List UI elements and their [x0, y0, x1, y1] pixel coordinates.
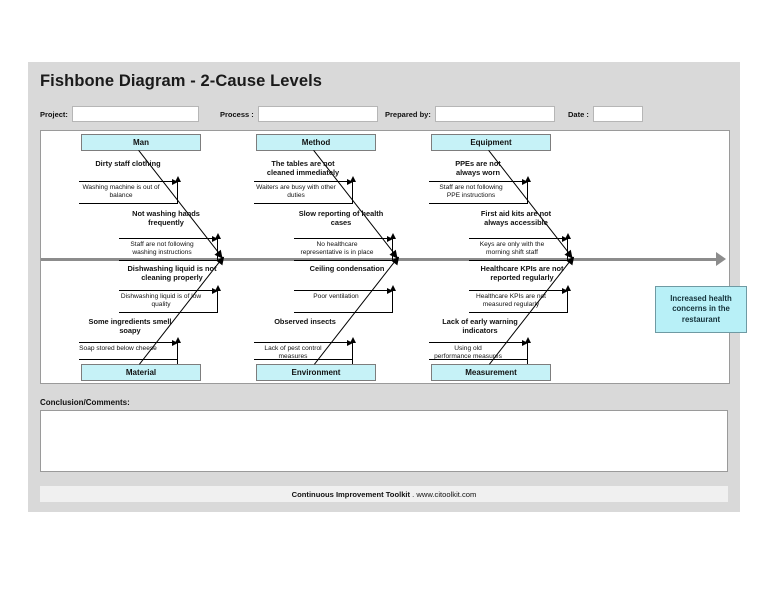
category-label: Method [301, 138, 331, 147]
cause-connector [119, 235, 218, 242]
spine-arrowhead-icon [716, 252, 726, 266]
sub-cause-label: Keys are only with the morning shift sta… [479, 241, 545, 257]
sub-cause-baseline [79, 203, 178, 204]
sub-cause-baseline [294, 260, 393, 261]
field-date-label: Date : [568, 109, 589, 119]
sub-cause-baseline [469, 312, 568, 313]
field-process: Process : [220, 106, 378, 122]
cause-connector [469, 235, 568, 242]
fishbone-spine [41, 258, 722, 261]
sub-cause-baseline [254, 203, 353, 204]
sub-cause-label: Dishwashing liquid is of low quality [120, 293, 202, 309]
cause-connector [119, 287, 218, 294]
field-prepared-by-input[interactable] [434, 106, 555, 122]
field-date-input[interactable] [592, 106, 643, 122]
fishbone-canvas: Man Method Equipment Material Environmen… [40, 130, 747, 384]
sub-cause-baseline [119, 260, 218, 261]
sub-cause-connector [524, 176, 531, 203]
footer-text: Continuous Improvement Toolkit . www.cit… [292, 490, 477, 499]
cause-connector [79, 178, 178, 185]
category-box-equipment[interactable]: Equipment [431, 134, 551, 151]
footer-separator: . [410, 489, 417, 499]
sub-cause-baseline [469, 260, 568, 261]
cause-connector [294, 287, 393, 294]
category-label: Material [125, 368, 157, 377]
category-box-environment[interactable]: Environment [256, 364, 376, 381]
sub-cause-connector [349, 337, 356, 364]
sub-cause-baseline [119, 312, 218, 313]
category-label: Measurement [465, 368, 517, 377]
sub-cause-connector [389, 233, 396, 260]
footer-brand: Continuous Improvement Toolkit [291, 489, 411, 499]
sub-cause-connector [174, 176, 181, 203]
sub-cause-baseline [429, 359, 528, 360]
effect-label: Increased health concerns in the restaur… [670, 293, 732, 324]
sub-cause-label: Soap stored below cheese [79, 345, 157, 352]
sub-cause-label: Washing machine is out of balance [82, 184, 160, 200]
field-project-label: Project: [40, 109, 68, 119]
cause-label: The tables are not cleaned immediately [266, 159, 340, 178]
cause-connector [254, 178, 353, 185]
category-box-material[interactable]: Material [81, 364, 201, 381]
footer-bar: Continuous Improvement Toolkit . www.cit… [40, 486, 728, 502]
cause-connector [254, 339, 353, 346]
cause-label: Observed insects [274, 317, 336, 326]
sub-cause-connector [214, 285, 221, 312]
sub-cause-label: Using old performance measures [434, 345, 502, 361]
category-box-measurement[interactable]: Measurement [431, 364, 551, 381]
sub-cause-label: Staff are not following PPE instructions [439, 184, 503, 200]
sub-cause-label: Poor ventilation [313, 293, 359, 300]
conclusion-input[interactable] [40, 410, 728, 472]
cause-label: First aid kits are not always accessible [480, 209, 552, 228]
sub-cause-label: Waiters are busy with other duties [256, 184, 336, 200]
sub-cause-baseline [254, 359, 353, 360]
sub-cause-baseline [429, 203, 528, 204]
cause-connector [429, 339, 528, 346]
category-label: Man [133, 138, 149, 147]
category-label: Equipment [470, 138, 512, 147]
field-project-input[interactable] [71, 106, 199, 122]
cause-label: Healthcare KPIs are not reported regular… [480, 264, 564, 283]
category-box-method[interactable]: Method [256, 134, 376, 151]
sub-cause-label: Lack of pest control measures [264, 345, 322, 361]
footer-url[interactable]: www.citoolkit.com [416, 489, 477, 499]
category-box-man[interactable]: Man [81, 134, 201, 151]
sub-cause-connector [349, 176, 356, 203]
field-prepared-by: Prepared by: [385, 106, 555, 122]
field-prepared-by-label: Prepared by: [385, 109, 431, 119]
cause-connector [429, 178, 528, 185]
cause-label: Slow reporting of health cases [298, 209, 384, 228]
sub-cause-connector [564, 233, 571, 260]
sub-cause-label: Staff are not following washing instruct… [130, 241, 194, 257]
sub-cause-connector [524, 337, 531, 364]
category-label: Environment [291, 368, 341, 377]
cause-label: Ceiling condensation [309, 264, 385, 273]
cause-connector [469, 287, 568, 294]
page-title: Fishbone Diagram - 2-Cause Levels [40, 72, 323, 90]
cause-connector [294, 235, 393, 242]
sub-cause-connector [389, 285, 396, 312]
sub-cause-connector [174, 337, 181, 364]
cause-label: Dirty staff clothing [95, 159, 161, 168]
cause-label: Not washing hands frequently [132, 209, 200, 228]
sub-cause-label: Healthcare KPIs are not measured regular… [475, 293, 546, 309]
worksheet-page: Fishbone Diagram - 2-Cause Levels Projec… [28, 62, 747, 512]
sub-cause-connector [564, 285, 571, 312]
cause-label: PPEs are not always worn [455, 159, 501, 178]
effect-box[interactable]: Increased health concerns in the restaur… [655, 286, 747, 333]
sub-cause-baseline [79, 359, 178, 360]
sub-cause-label: No healthcare representative is in place [300, 241, 374, 257]
field-project: Project: [40, 106, 199, 122]
field-date: Date : [568, 106, 643, 122]
cause-connector [79, 339, 178, 346]
sub-cause-baseline [294, 312, 393, 313]
sub-cause-connector [214, 233, 221, 260]
header-fields-row: Project: Process : Prepared by: Date : [40, 106, 730, 122]
cause-label: Lack of early warning indicators [442, 317, 518, 336]
cause-label: Dishwashing liquid is not cleaning prope… [127, 264, 217, 283]
cause-label: Some ingredients smell soapy [88, 317, 172, 336]
conclusion-label: Conclusion/Comments: [40, 398, 130, 407]
field-process-label: Process : [220, 109, 254, 119]
field-process-input[interactable] [257, 106, 378, 122]
